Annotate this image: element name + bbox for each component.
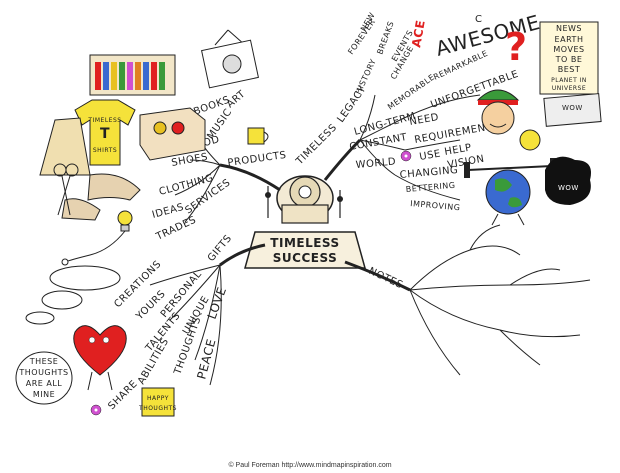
card-line2: THOUGHTS: [138, 405, 177, 412]
flower-icon-timeless: [400, 150, 412, 162]
face-image: [476, 89, 520, 135]
timeless-item-bettering: BETTERING: [405, 181, 455, 194]
notes-label: NOTES: [367, 266, 405, 291]
newspaper-line5: PLANET IN: [551, 77, 587, 84]
timeless-item-improving: IMPROVING: [410, 199, 461, 212]
products-item-ideas: IDEAS: [151, 202, 185, 221]
tshirt-text-line1: TIMELESS: [87, 117, 121, 124]
flower-icon-gifts: [90, 404, 102, 416]
tshirt-text-line3: SHIRTS: [93, 147, 117, 154]
central-image: [244, 175, 366, 269]
shoes-image: [61, 173, 141, 221]
timeless-label: TIMELESS: [294, 122, 340, 168]
tshirt-image: [74, 99, 136, 166]
gifts-item-peace: PEACE: [194, 337, 218, 380]
timeless-item-c: C: [475, 14, 482, 25]
timeless-item-need: NEED: [409, 112, 440, 128]
timeless-item-long-term: LONG-TERM: [353, 111, 417, 138]
happy-thoughts-card-image: [141, 387, 175, 417]
picture-frame-image: [201, 29, 259, 89]
speech-bubble-image: [15, 351, 73, 405]
center-title-line1: TIMELESS: [270, 236, 339, 250]
newspaper-line4: BEST: [558, 65, 581, 74]
scissors-image: [53, 163, 79, 216]
timeless-item-breaks: BREAKS: [375, 20, 395, 56]
food-box-image: [139, 107, 206, 161]
wow-text-newspaper: WOW: [562, 104, 583, 112]
timeless-item-ace: ACE: [409, 19, 428, 49]
credit-footer: © Paul Foreman http://www.mindmapinspira…: [228, 462, 392, 469]
timeless-item-help: HELP: [444, 142, 473, 158]
bubble-line4: MINE: [33, 390, 55, 399]
bubble-line2: THOUGHTS: [18, 368, 68, 377]
products-label: PRODUCTS: [227, 150, 287, 169]
thought-clouds-image: [25, 265, 121, 325]
timeless-item-changing: CHANGING: [399, 165, 459, 181]
notes-branch-lines: [344, 224, 591, 376]
question-mark: ?: [505, 25, 528, 69]
timeless-branch-lines: [323, 94, 481, 201]
newspaper-line2: MOVES: [553, 45, 584, 54]
gifts-item-share: SHARE: [106, 379, 140, 413]
timeless-item-use: USE: [419, 148, 442, 163]
timeless-item-world: WORLD: [355, 157, 396, 171]
card-line1: HAPPY: [147, 395, 169, 402]
newspaper-stack-image: [543, 93, 602, 127]
mug-image: [247, 127, 269, 145]
center-title-line2: SUCCESS: [273, 251, 337, 265]
newspaper-line6: UNIVERSE: [552, 85, 586, 92]
gifts-branch-lines: [149, 243, 266, 386]
bubble-line1: THESE: [29, 357, 59, 366]
earth-weightlifter-image: [464, 158, 556, 226]
heart-character-image: [73, 325, 127, 391]
lightbulb-image: [61, 210, 133, 266]
newspaper-line1: EARTH: [555, 35, 584, 44]
newspaper-line3: TO BE: [555, 55, 583, 64]
gifts-item-yours: YOURS: [134, 288, 168, 322]
sun-image: [519, 129, 541, 151]
wow-text-cloud: WOW: [558, 184, 579, 192]
bubble-line3: ARE ALL: [26, 379, 63, 388]
newspaper-header: NEWS: [556, 24, 582, 33]
newspaper-image: [539, 21, 599, 95]
black-cloud-image: [545, 156, 591, 205]
tshirt-text-line2: T: [100, 126, 110, 142]
bookshelf-image: [89, 54, 176, 96]
